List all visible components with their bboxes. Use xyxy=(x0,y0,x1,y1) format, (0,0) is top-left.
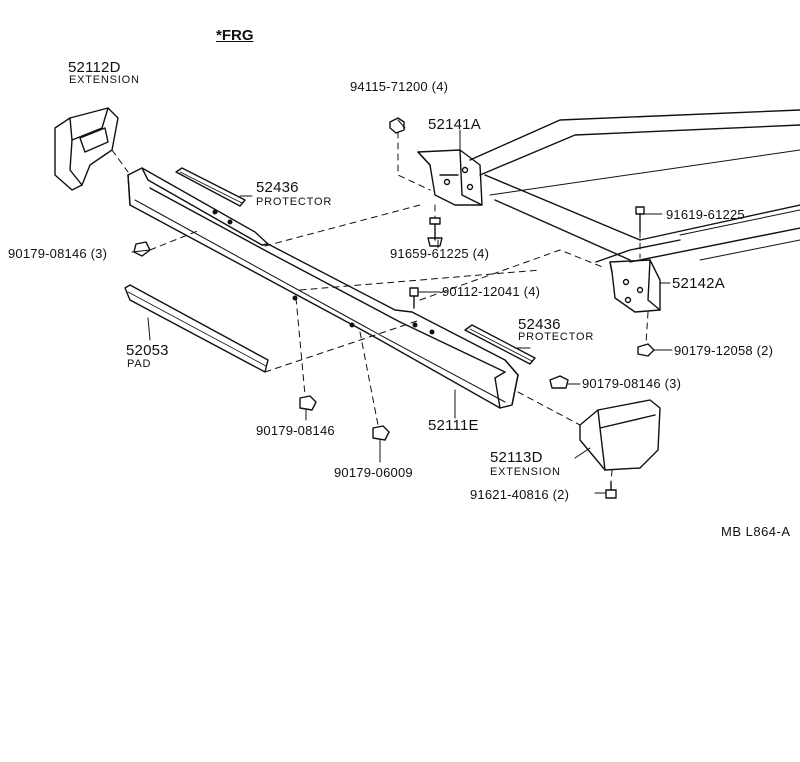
label-52142a: 52142A xyxy=(672,275,725,292)
frame-rails xyxy=(469,109,800,263)
protector-52436-top xyxy=(175,167,246,207)
assembly-lines xyxy=(111,131,649,483)
label-52053: 52053 xyxy=(126,342,169,359)
variant-header: *FRG xyxy=(216,27,254,44)
label-52436-top-sub: PROTECTOR xyxy=(256,196,333,208)
label-91659-61225: 91659-61225 (4) xyxy=(390,246,490,261)
extension-52113d xyxy=(579,399,661,471)
label-90179-06009: 90179-06009 xyxy=(334,465,413,480)
label-91619-61225: 91619-61225 xyxy=(666,207,745,222)
label-52436-bottom-sub: PROTECTOR xyxy=(518,331,595,343)
leader-lines xyxy=(131,119,673,494)
label-52436-bottom: 52436 xyxy=(518,316,561,333)
pad-52053 xyxy=(124,284,269,373)
label-52111e: 52111E xyxy=(428,417,479,434)
label-91621-40816: 91621-40816 (2) xyxy=(470,487,570,502)
label-90179-08146: 90179-08146 xyxy=(256,423,335,438)
label-90179-08146-3a: 90179-08146 (3) xyxy=(8,246,108,261)
label-52113d-sub: EXTENSION xyxy=(490,466,561,478)
label-90179-12058: 90179-12058 (2) xyxy=(674,343,774,358)
label-52112d-sub: EXTENSION xyxy=(69,74,140,86)
reference-code: MB L864-A xyxy=(721,524,791,539)
protector-52436-bottom xyxy=(464,324,536,365)
label-90179-08146-3b: 90179-08146 (3) xyxy=(582,376,682,391)
fasteners xyxy=(133,117,655,499)
label-52436-top: 52436 xyxy=(256,179,299,196)
label-90112-12041: 90112-12041 (4) xyxy=(442,284,541,299)
bracket-52142a xyxy=(609,259,661,313)
label-94115-71200: 94115-71200 (4) xyxy=(350,79,449,94)
label-52112d: 52112D xyxy=(68,59,121,76)
label-52113d: 52113D xyxy=(490,449,543,466)
label-52141a: 52141A xyxy=(428,116,481,133)
bracket-52141a xyxy=(417,149,483,206)
label-52053-sub: PAD xyxy=(127,358,152,370)
extension-52112d xyxy=(54,107,119,191)
